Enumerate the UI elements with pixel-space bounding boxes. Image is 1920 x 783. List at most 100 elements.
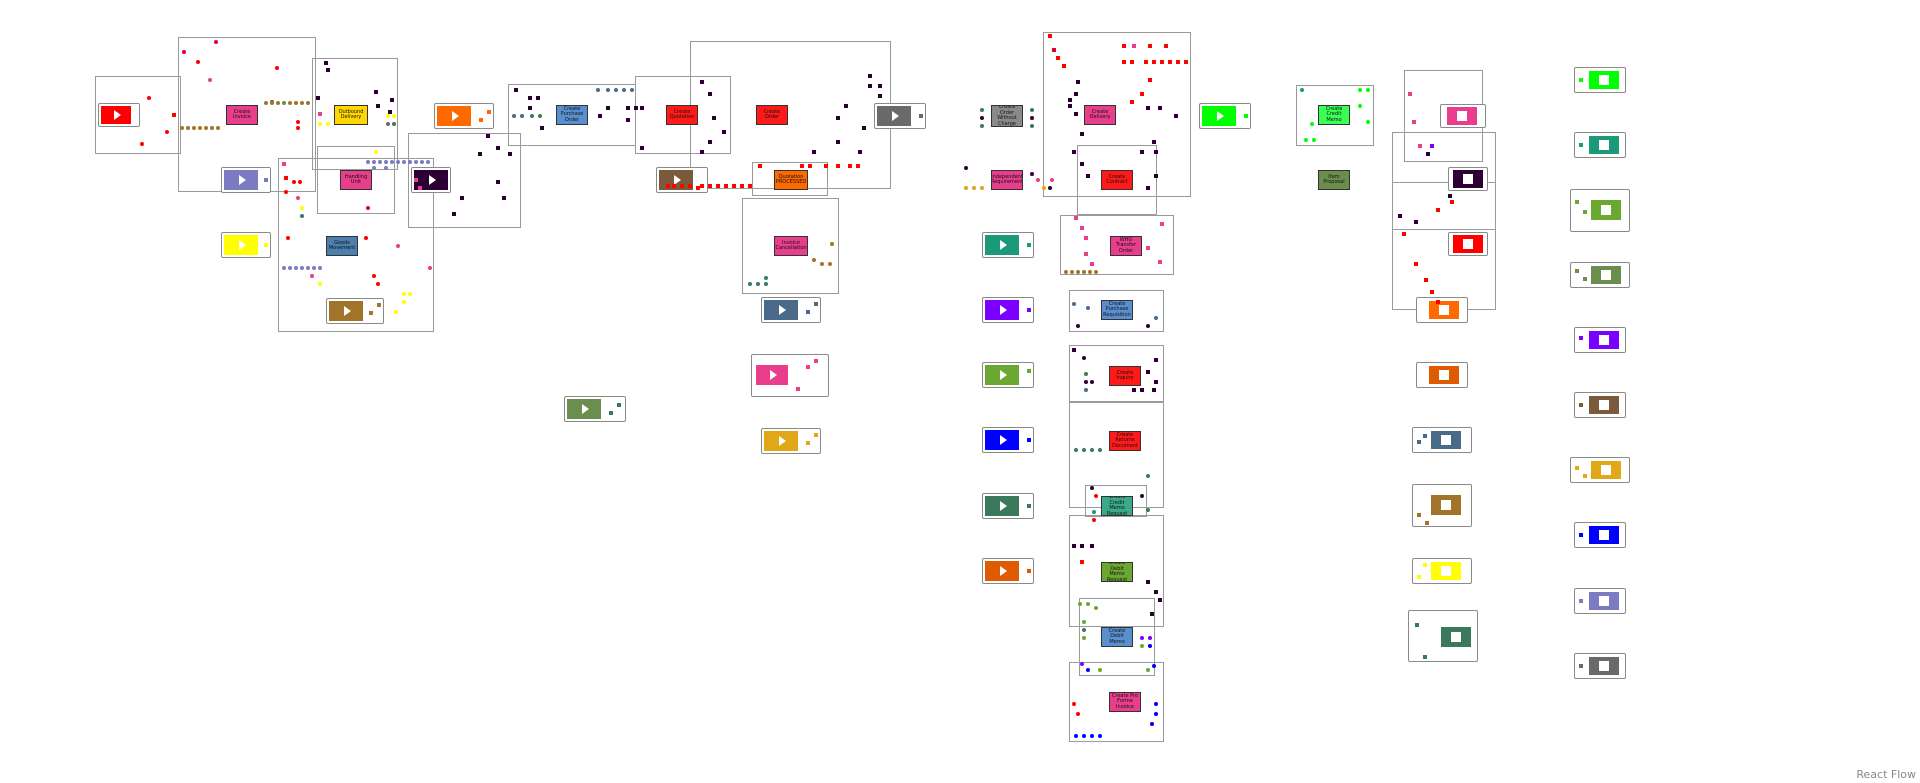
end-node[interactable] bbox=[1574, 327, 1626, 353]
end-node[interactable] bbox=[1570, 189, 1630, 232]
react-flow-attribution[interactable]: React Flow bbox=[1856, 768, 1916, 781]
start-node[interactable] bbox=[982, 362, 1034, 388]
start-node[interactable] bbox=[761, 297, 821, 323]
end-node[interactable] bbox=[1412, 484, 1472, 527]
edge-dot bbox=[1030, 172, 1034, 176]
start-node[interactable] bbox=[221, 232, 271, 258]
activity-node[interactable]: Create Quotation bbox=[666, 105, 698, 125]
activity-node[interactable]: Outbound Delivery bbox=[334, 105, 368, 125]
activity-node[interactable]: Handling Unit bbox=[340, 170, 372, 190]
start-node[interactable] bbox=[751, 354, 829, 397]
activity-node[interactable]: Create Order bbox=[756, 105, 788, 125]
end-node[interactable] bbox=[1574, 522, 1626, 548]
end-node[interactable] bbox=[1408, 610, 1478, 662]
activity-node[interactable]: Create Invoice bbox=[226, 105, 258, 125]
activity-node[interactable]: Create Purchase Requisition bbox=[1101, 300, 1133, 320]
handle-dot bbox=[479, 118, 483, 122]
edge-dot bbox=[1084, 252, 1088, 256]
end-node[interactable] bbox=[1440, 104, 1486, 128]
activity-label: Create Debit Memo Request bbox=[1106, 562, 1128, 582]
start-node[interactable] bbox=[982, 558, 1034, 584]
end-node[interactable] bbox=[1448, 167, 1488, 191]
end-swatch bbox=[1589, 71, 1619, 89]
group-frame bbox=[752, 162, 828, 196]
activity-node[interactable]: Create Debit Memo Request bbox=[1101, 562, 1133, 582]
edge-dot bbox=[486, 134, 490, 138]
stop-icon bbox=[1441, 566, 1451, 576]
start-node[interactable] bbox=[982, 427, 1034, 453]
end-node[interactable] bbox=[1574, 132, 1626, 158]
handle-dot bbox=[1423, 655, 1427, 659]
start-node[interactable] bbox=[982, 297, 1034, 323]
activity-node[interactable]: Create Inquiry bbox=[1109, 366, 1141, 386]
end-node[interactable] bbox=[1416, 362, 1468, 388]
edge-dot bbox=[748, 184, 752, 188]
edge-dot bbox=[1154, 316, 1158, 320]
start-node[interactable] bbox=[221, 167, 271, 193]
activity-node[interactable]: Create Order Without Charge bbox=[991, 105, 1023, 127]
end-node[interactable] bbox=[1574, 67, 1626, 93]
start-node[interactable] bbox=[982, 493, 1034, 519]
start-node[interactable] bbox=[656, 167, 708, 193]
edge-dot bbox=[1408, 92, 1412, 96]
start-node[interactable] bbox=[411, 167, 451, 193]
start-node[interactable] bbox=[874, 103, 926, 129]
start-node[interactable] bbox=[326, 298, 384, 324]
edge-dot bbox=[1084, 236, 1088, 240]
activity-node[interactable]: Create Credit Memo Request bbox=[1101, 496, 1133, 516]
edge-dot bbox=[1072, 302, 1076, 306]
activity-node[interactable]: Create Credit Memo bbox=[1318, 105, 1350, 125]
activity-node[interactable]: WHG Transfer Order bbox=[1110, 236, 1142, 256]
end-node[interactable] bbox=[1412, 427, 1472, 453]
stop-icon bbox=[1463, 239, 1473, 249]
end-node[interactable] bbox=[1416, 297, 1468, 323]
activity-node[interactable]: Quotation PROCESSED bbox=[774, 170, 808, 190]
activity-node[interactable]: Item Proposal bbox=[1318, 170, 1350, 190]
edge-dot bbox=[300, 214, 304, 218]
end-node[interactable] bbox=[1570, 262, 1630, 288]
activity-node[interactable]: Create Pro Forma Invoice bbox=[1109, 692, 1141, 712]
end-node[interactable] bbox=[1574, 588, 1626, 614]
edge-dot bbox=[1450, 200, 1454, 204]
activity-node[interactable]: Invoice Cancellation bbox=[774, 236, 808, 256]
start-node[interactable] bbox=[564, 396, 626, 422]
end-node[interactable] bbox=[1574, 392, 1626, 418]
play-icon bbox=[769, 370, 777, 380]
handle-dot bbox=[1027, 569, 1031, 573]
end-node[interactable] bbox=[1570, 457, 1630, 483]
play-icon bbox=[999, 501, 1007, 511]
edge-dot bbox=[1056, 56, 1060, 60]
start-node[interactable] bbox=[1199, 103, 1251, 129]
activity-node[interactable]: Create Delivery bbox=[1084, 105, 1116, 125]
end-node[interactable] bbox=[1574, 653, 1626, 679]
handle-dot bbox=[814, 302, 818, 306]
group-frame bbox=[1069, 290, 1164, 332]
edge-dot bbox=[1366, 120, 1370, 124]
activity-node[interactable]: Goods Movement bbox=[326, 236, 358, 256]
activity-node[interactable]: Independent Requirement bbox=[991, 170, 1023, 190]
edge-dot bbox=[1036, 178, 1040, 182]
activity-node[interactable]: Create Returns Document bbox=[1109, 431, 1141, 451]
edge-dot bbox=[402, 292, 406, 296]
start-node[interactable] bbox=[434, 103, 494, 129]
group-frame bbox=[1069, 662, 1164, 742]
start-node[interactable] bbox=[761, 428, 821, 454]
edge-dot bbox=[394, 310, 398, 314]
edge-dot bbox=[1132, 44, 1136, 48]
start-node[interactable] bbox=[98, 103, 140, 127]
activity-node[interactable]: Create Purchase Order bbox=[556, 105, 588, 125]
edge-dot bbox=[1094, 606, 1098, 610]
edge-dot bbox=[374, 150, 378, 154]
edge-dot bbox=[1150, 722, 1154, 726]
activity-label: Invoice Cancellation bbox=[775, 239, 807, 251]
activity-node[interactable]: Create Debit Memo bbox=[1101, 627, 1133, 647]
end-node[interactable] bbox=[1412, 558, 1472, 584]
handle-dot bbox=[1423, 434, 1427, 438]
activity-node[interactable]: Create Contract bbox=[1101, 170, 1133, 190]
stop-icon bbox=[1601, 205, 1611, 215]
edge-dot bbox=[764, 282, 768, 286]
stop-icon bbox=[1441, 500, 1451, 510]
end-node[interactable] bbox=[1448, 232, 1488, 256]
start-node[interactable] bbox=[982, 232, 1034, 258]
